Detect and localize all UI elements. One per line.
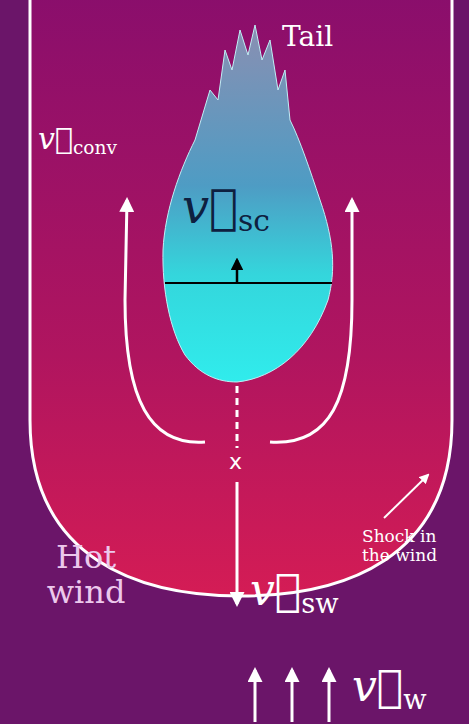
velocity-label: v⃗sw bbox=[250, 566, 339, 619]
leader-arrow bbox=[384, 475, 428, 518]
shock-region bbox=[30, 0, 452, 596]
stagnation-mark: x bbox=[229, 450, 242, 474]
wind-vector-arrow bbox=[236, 482, 239, 604]
shock-label: Shock in the wind bbox=[362, 527, 442, 564]
velocity-label: v⃗w bbox=[352, 662, 427, 715]
comet-body: v⃗sc bbox=[160, 20, 335, 385]
tail-label: Tail bbox=[282, 22, 333, 53]
velocity-label: v⃗sc bbox=[182, 180, 270, 238]
velocity-label: v⃗conv bbox=[38, 122, 117, 159]
region-label: Hot wind bbox=[30, 540, 142, 610]
wind-arrow bbox=[291, 670, 294, 722]
wind-arrow bbox=[328, 670, 331, 722]
wind-arrow bbox=[254, 670, 257, 722]
stagnation-line bbox=[236, 386, 239, 448]
